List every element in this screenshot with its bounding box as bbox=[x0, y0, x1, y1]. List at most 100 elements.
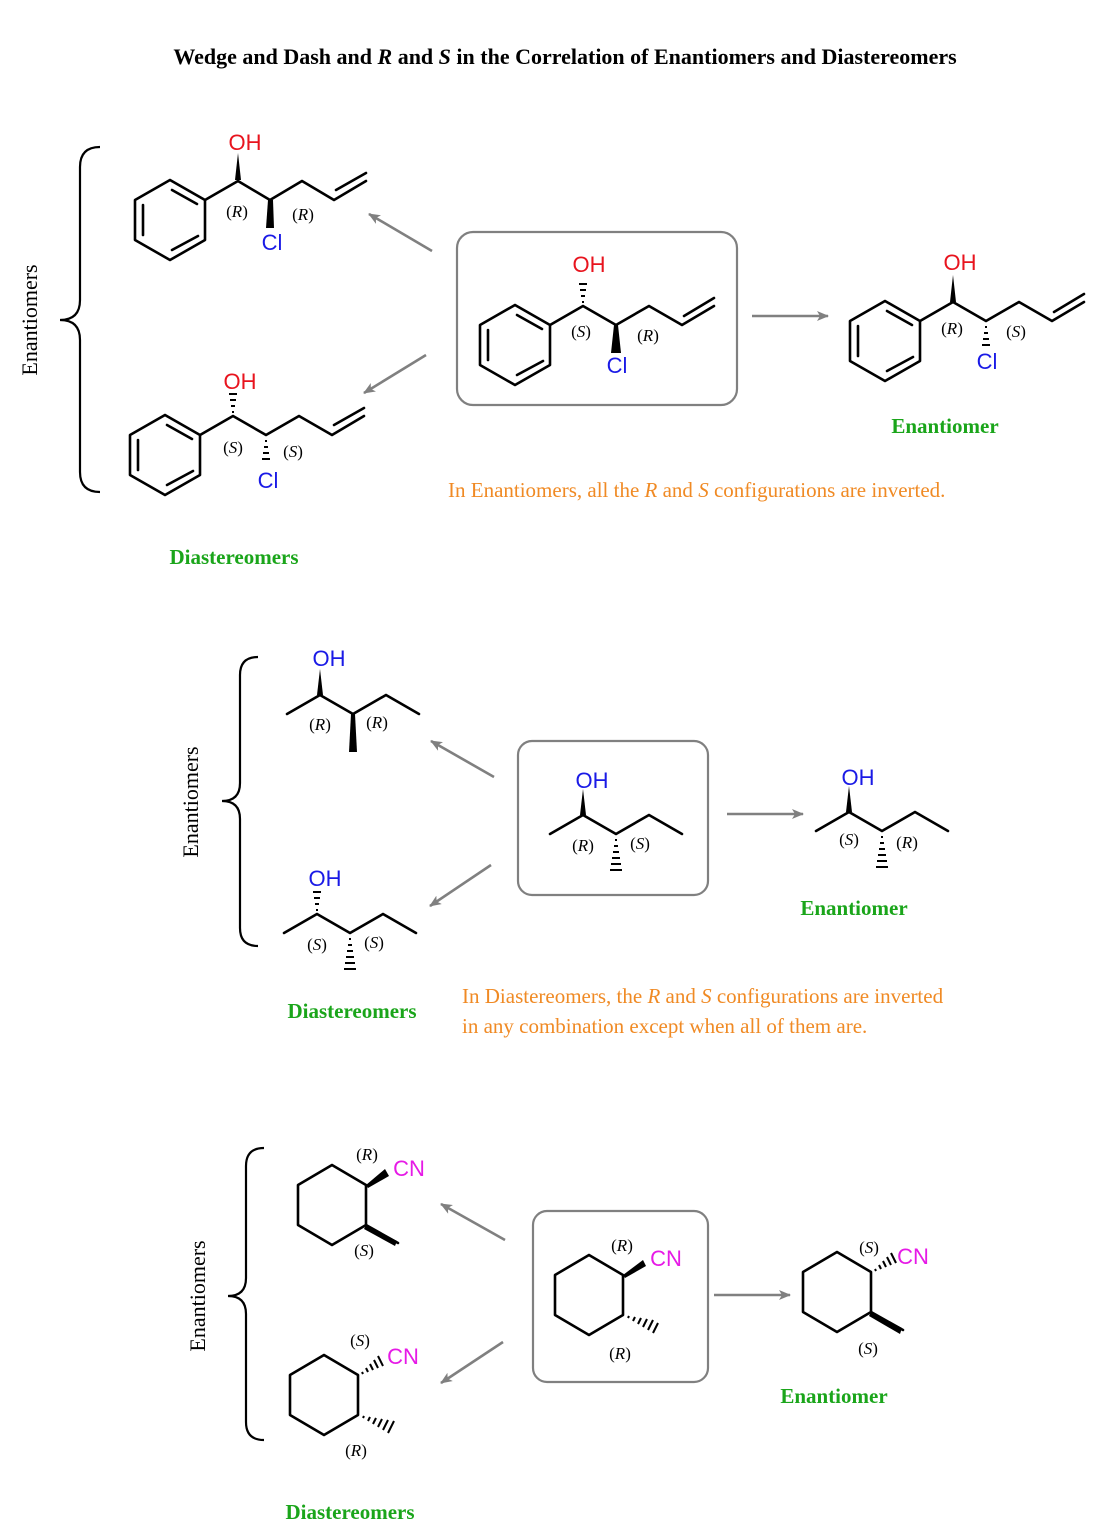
arrow-to-diastereomer-2 bbox=[429, 863, 492, 908]
wedge-bond bbox=[235, 153, 241, 180]
chlorine-label: Cl bbox=[977, 349, 998, 374]
hydroxyl-label: OH bbox=[309, 866, 342, 891]
hydroxyl-label: OH bbox=[224, 369, 257, 394]
config-label: (R) bbox=[226, 202, 248, 221]
reference-molecule: CN (R) (R) bbox=[553, 1236, 682, 1363]
hash-bond bbox=[874, 1252, 897, 1272]
wedge-bond bbox=[611, 325, 621, 353]
config-label: (S) bbox=[571, 322, 591, 341]
config-label: (S) bbox=[364, 933, 384, 952]
config-label: (S) bbox=[859, 1238, 879, 1257]
config-label: (S) bbox=[283, 442, 303, 461]
diastereomer-brace bbox=[221, 655, 259, 948]
chlorine-label: Cl bbox=[262, 230, 283, 255]
wedge-bond bbox=[950, 275, 956, 302]
hash-bond bbox=[361, 1355, 384, 1375]
diastereomer-brace bbox=[227, 1146, 265, 1442]
reference-molecule: OH Cl (S) (R) bbox=[478, 252, 716, 387]
config-label: (R) bbox=[611, 1236, 633, 1255]
config-label: (R) bbox=[896, 833, 918, 852]
hash-bond bbox=[229, 393, 237, 413]
nitrile-label: CN bbox=[897, 1244, 929, 1269]
diastereomers-label: Diastereomers bbox=[169, 545, 298, 569]
config-label: (S) bbox=[350, 1331, 370, 1350]
config-label: (R) bbox=[309, 715, 331, 734]
enantiomers-side-label: Enantiomers bbox=[17, 264, 42, 375]
config-label: (R) bbox=[356, 1145, 378, 1164]
hash-bond bbox=[579, 283, 587, 303]
panel-methylcyclohexanecarbonitrile: Enantiomers CN (R) (S) CN bbox=[185, 1145, 929, 1524]
arrow-to-diastereomer-1 bbox=[430, 739, 495, 779]
config-label: (S) bbox=[307, 935, 327, 954]
diastereomers-label: Diastereomers bbox=[285, 1500, 414, 1524]
diastereomer-1: CN (R) (S) bbox=[296, 1145, 425, 1260]
diastereomer-brace bbox=[59, 145, 101, 494]
enantiomer: OH (S) (R) bbox=[814, 765, 950, 868]
enantiomer-label: Enantiomer bbox=[800, 896, 907, 920]
config-label: (S) bbox=[223, 438, 243, 457]
nitrile-label: CN bbox=[393, 1156, 425, 1181]
config-label: (R) bbox=[345, 1441, 367, 1460]
config-label: (S) bbox=[858, 1339, 878, 1358]
reference-molecule: OH (R) (S) bbox=[548, 768, 684, 871]
nitrile-label: CN bbox=[650, 1246, 682, 1271]
wedge-bond bbox=[580, 789, 586, 815]
hash-bond bbox=[876, 836, 888, 868]
arrow-to-diastereomer-2 bbox=[363, 353, 427, 395]
hydroxyl-label: OH bbox=[313, 646, 346, 671]
config-label: (R) bbox=[292, 205, 314, 224]
hash-bond bbox=[262, 440, 270, 460]
hydroxyl-label: OH bbox=[576, 768, 609, 793]
config-label: (R) bbox=[941, 319, 963, 338]
wedge-bond bbox=[623, 1260, 646, 1278]
enantiomers-side-label: Enantiomers bbox=[178, 746, 203, 857]
nitrile-label: CN bbox=[387, 1344, 419, 1369]
config-label: (S) bbox=[1006, 322, 1026, 341]
diastereomer-1: OH Cl (R) (R) bbox=[133, 130, 368, 262]
config-label: (R) bbox=[366, 713, 388, 732]
diastereomers-label: Diastereomers bbox=[287, 999, 416, 1023]
reference-box bbox=[455, 230, 739, 407]
hydroxyl-label: OH bbox=[842, 765, 875, 790]
enantiomer: OH Cl (R) (S) bbox=[848, 250, 1086, 383]
page-title: Wedge and Dash and R and S in the Correl… bbox=[173, 44, 957, 69]
arrow-to-diastereomer-1 bbox=[368, 212, 433, 253]
reference-box bbox=[531, 1209, 710, 1384]
arrow-to-diastereomer-1 bbox=[440, 1202, 506, 1242]
config-label: (R) bbox=[572, 836, 594, 855]
diastereomer-note-line-2: in any combination except when all of th… bbox=[462, 1014, 867, 1038]
hydroxyl-label: OH bbox=[573, 252, 606, 277]
hash-bond bbox=[313, 891, 321, 911]
hydroxyl-label: OH bbox=[229, 130, 262, 155]
wedge-bond bbox=[846, 786, 852, 812]
wedge-bond bbox=[366, 1169, 389, 1188]
config-label: (R) bbox=[637, 326, 659, 345]
hash-bond bbox=[982, 326, 990, 346]
diastereomer-2: OH Cl (S) (S) bbox=[128, 369, 366, 497]
config-label: (S) bbox=[630, 834, 650, 853]
panel-methylpentanol: Enantiomers OH (R) (R) OH (S) (S) bbox=[178, 646, 950, 1038]
chlorine-label: Cl bbox=[258, 468, 279, 493]
reference-box bbox=[516, 739, 710, 897]
enantiomer-label: Enantiomer bbox=[780, 1384, 887, 1408]
chlorine-label: Cl bbox=[607, 353, 628, 378]
hash-bond bbox=[344, 938, 356, 970]
hash-bond bbox=[610, 839, 622, 871]
hash-bond bbox=[627, 1315, 659, 1334]
hydroxyl-label: OH bbox=[944, 250, 977, 275]
arrow-to-diastereomer-2 bbox=[440, 1340, 504, 1385]
hash-bond bbox=[362, 1415, 395, 1434]
config-label: (S) bbox=[354, 1241, 374, 1260]
diastereomer-2: OH (S) (S) bbox=[282, 866, 418, 970]
enantiomer: CN (S) (S) bbox=[801, 1238, 929, 1358]
wedge-bond bbox=[317, 669, 323, 695]
wedge-bond bbox=[349, 714, 357, 752]
enantiomers-side-label: Enantiomers bbox=[185, 1240, 210, 1351]
diastereomer-1: OH (R) (R) bbox=[285, 646, 421, 752]
enantiomer-note: In Enantiomers, all the R and S configur… bbox=[448, 478, 945, 502]
config-label: (S) bbox=[839, 830, 859, 849]
config-label: (R) bbox=[609, 1344, 631, 1363]
enantiomer-label: Enantiomer bbox=[891, 414, 998, 438]
panel-chlorohexenol: Enantiomers OH Cl (R) (R) bbox=[17, 130, 1086, 569]
